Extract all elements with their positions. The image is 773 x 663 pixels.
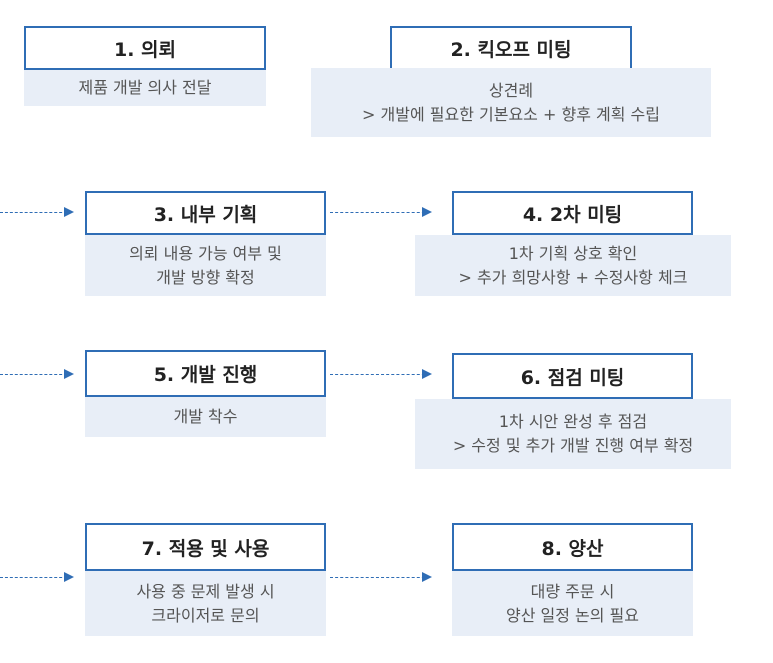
step-4-title: 4. 2차 미팅 bbox=[452, 191, 693, 235]
desc-line: 상견례 bbox=[488, 80, 534, 100]
step-2-title: 2. 킥오프 미팅 bbox=[390, 26, 632, 70]
desc-line: > 개발에 필요한 기본요소 + 향후 계획 수립 bbox=[362, 104, 660, 124]
desc-line: 사용 중 문제 발생 시 bbox=[136, 581, 275, 601]
step-4-desc: 1차 기획 상호 확인 > 추가 희망사항 + 수정사항 체크 bbox=[415, 235, 731, 296]
desc-line: > 수정 및 추가 개발 진행 여부 확정 bbox=[452, 436, 694, 455]
step-7-title: 7. 적용 및 사용 bbox=[85, 523, 326, 571]
step-6-title: 6. 점검 미팅 bbox=[452, 353, 693, 399]
step-5-desc: 개발 착수 bbox=[85, 397, 326, 437]
arrow bbox=[330, 572, 432, 582]
desc-line: 개발 착수 bbox=[173, 407, 238, 426]
step-5-title: 5. 개발 진행 bbox=[85, 350, 326, 397]
desc-line: > 추가 희망사항 + 수정사항 체크 bbox=[458, 267, 688, 287]
desc-line: 크라이저로 문의 bbox=[151, 605, 260, 625]
arrow bbox=[330, 207, 432, 217]
desc-line: 양산 일정 논의 필요 bbox=[505, 605, 640, 625]
arrow bbox=[330, 369, 432, 379]
step-8-title: 8. 양산 bbox=[452, 523, 693, 571]
arrow bbox=[0, 369, 74, 379]
arrow bbox=[0, 207, 74, 217]
step-3-title: 3. 내부 기획 bbox=[85, 191, 326, 235]
step-1-title: 1. 의뢰 bbox=[24, 26, 266, 70]
desc-line: 대량 주문 시 bbox=[530, 581, 615, 601]
desc-line: 의뢰 내용 가능 여부 및 bbox=[129, 243, 282, 263]
step-1-desc: 제품 개발 의사 전달 bbox=[24, 70, 266, 106]
desc-line: 1차 기획 상호 확인 bbox=[508, 243, 638, 263]
desc-line: 개발 방향 확정 bbox=[156, 267, 255, 287]
desc-line: 제품 개발 의사 전달 bbox=[78, 78, 212, 97]
step-2-desc: 상견례 > 개발에 필요한 기본요소 + 향후 계획 수립 bbox=[311, 68, 711, 137]
arrow bbox=[0, 572, 74, 582]
step-6-desc: 1차 시안 완성 후 점검 > 수정 및 추가 개발 진행 여부 확정 bbox=[415, 399, 731, 469]
desc-line: 1차 시안 완성 후 점검 bbox=[498, 412, 648, 431]
